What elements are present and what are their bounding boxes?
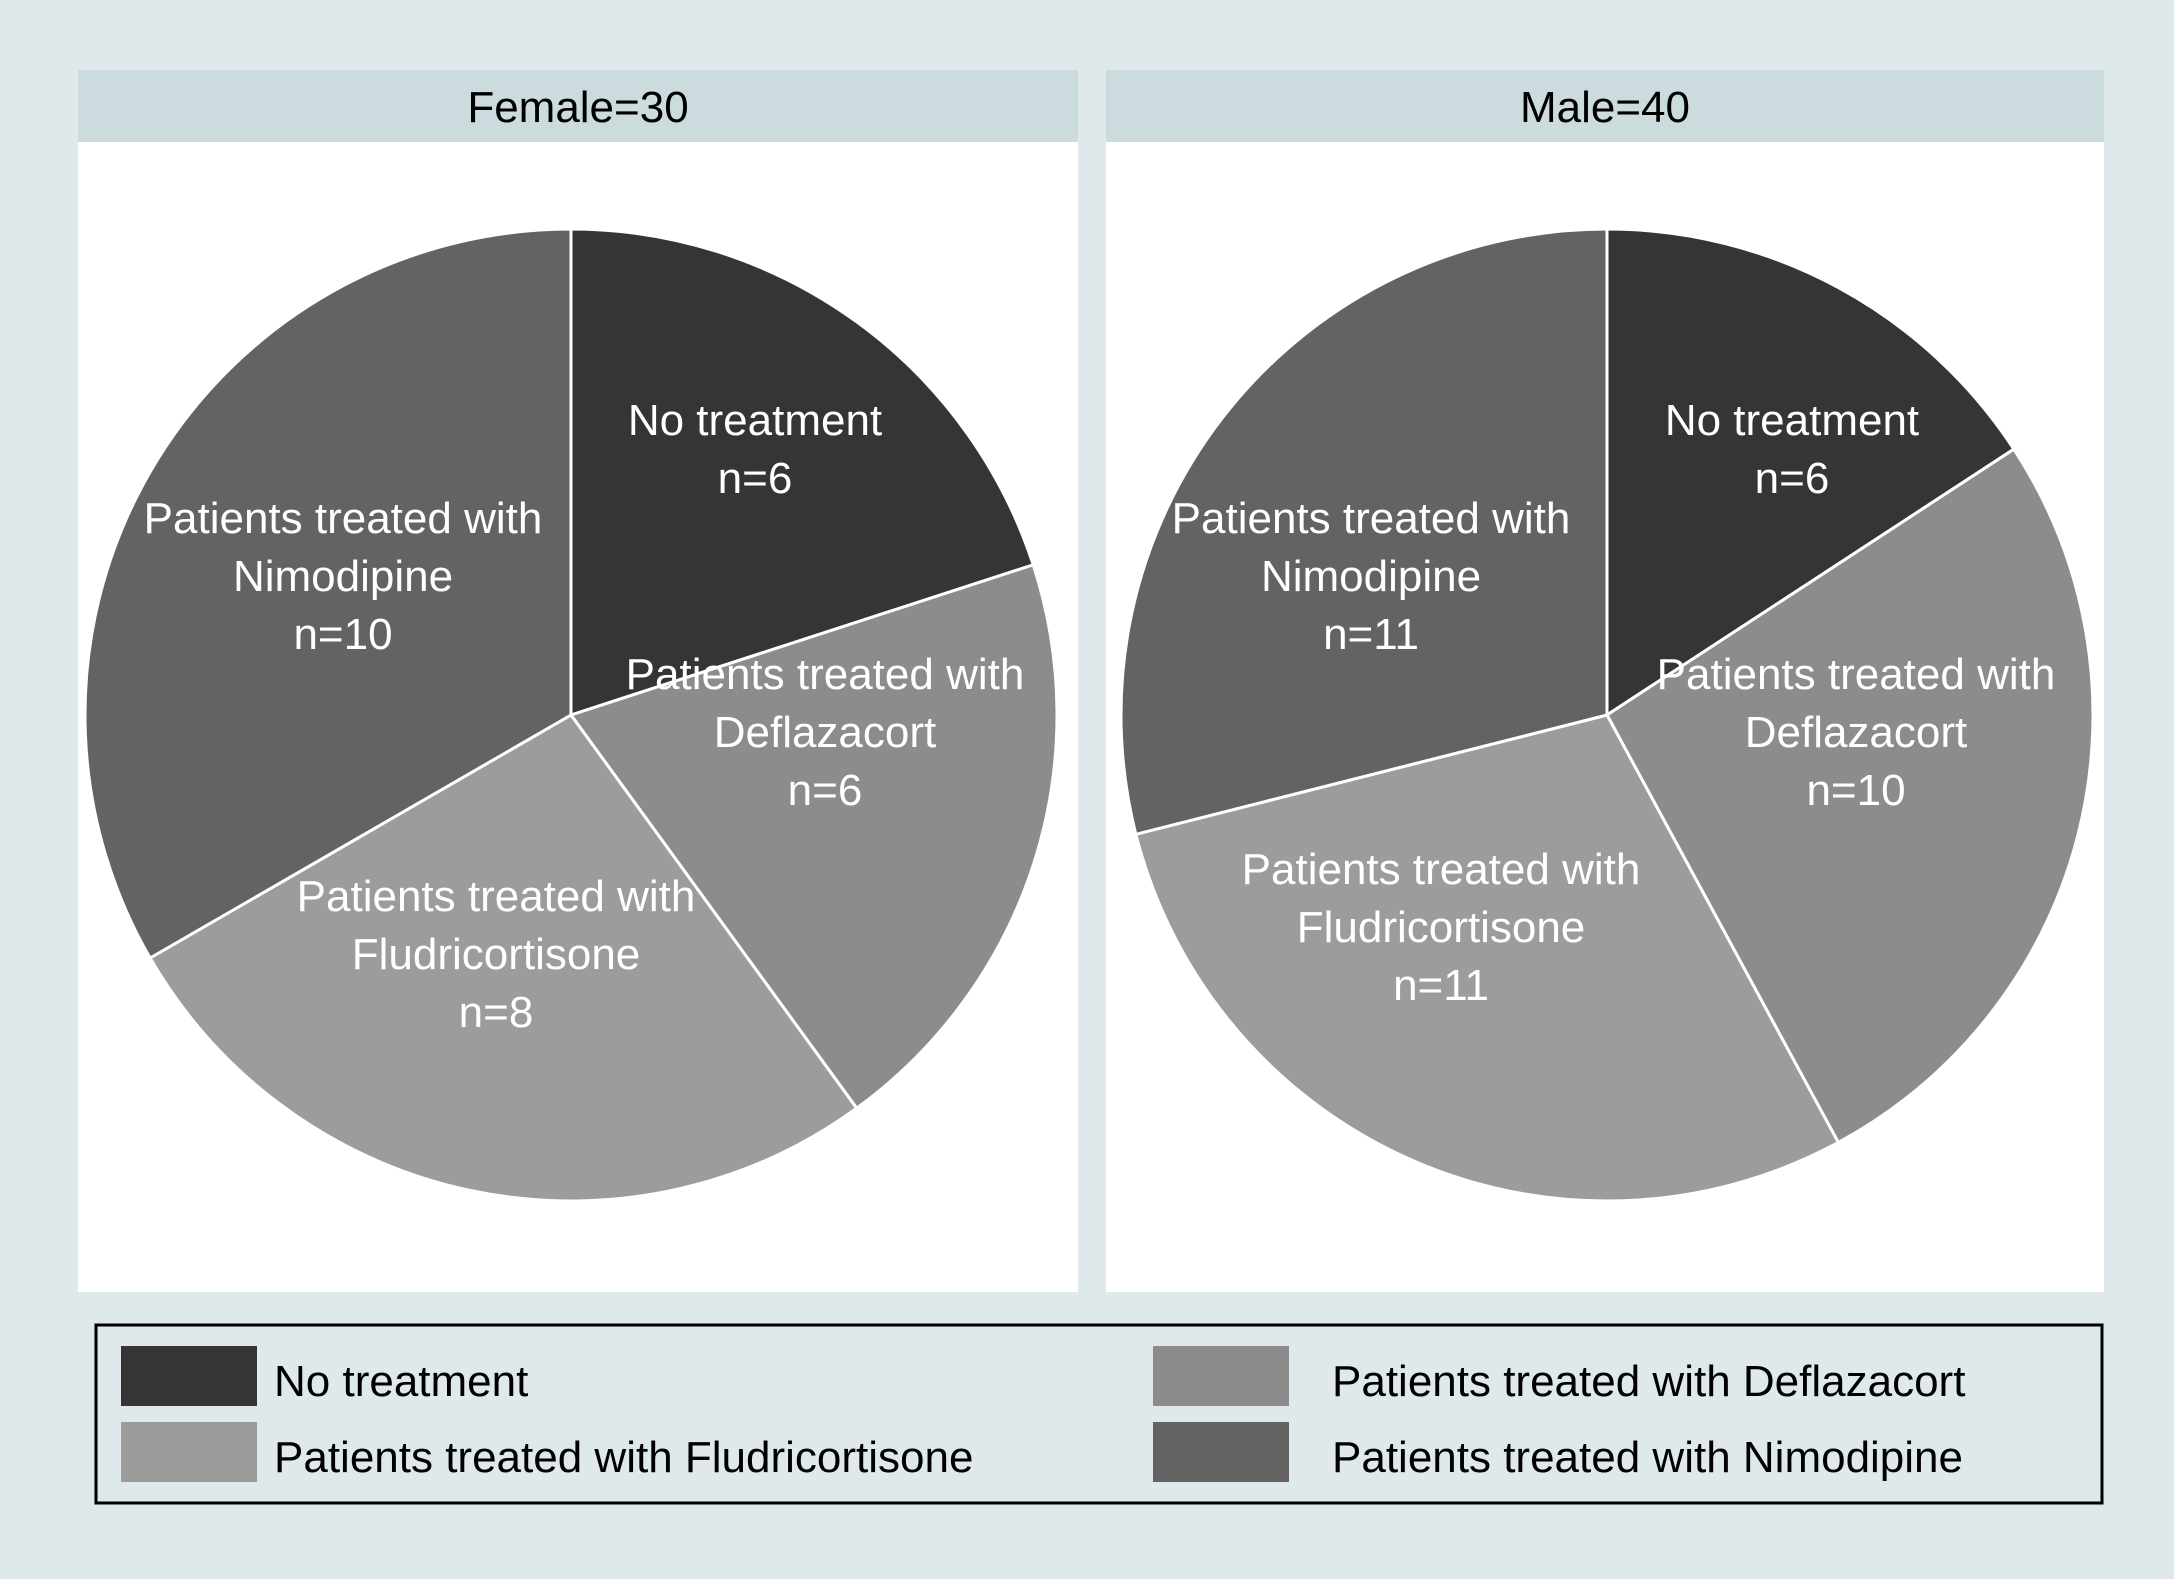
legend-swatch — [1153, 1346, 1289, 1406]
pie-slice-no-treatment — [1605, 227, 2016, 717]
legend-label: Patients treated with Fludricortisone — [274, 1433, 973, 1482]
panel-header — [78, 70, 1078, 142]
legend-swatch — [121, 1422, 257, 1482]
panel-header — [1106, 70, 2104, 142]
legend-label: Patients treated with Nimodipine — [1332, 1433, 1963, 1482]
legend: No treatment Patients treated with Deflaz… — [94, 1323, 2104, 1505]
legend-item-fludricortisone: Patients treated with Fludricortisone — [121, 1422, 973, 1482]
pie-slice-fludricortisone — [1134, 713, 1840, 1203]
legend-swatch — [121, 1346, 257, 1406]
pie-slice-deflazacort — [1605, 447, 2095, 1144]
panel-title: Female=30 — [467, 83, 688, 132]
pie-slice-nimodipine — [1119, 227, 1609, 836]
legend-item-deflazacort: Patients treated with Deflazacort — [1153, 1346, 1965, 1406]
pie-slice-fludricortisone — [148, 713, 859, 1203]
legend-item-nimodipine: Patients treated with Nimodipine — [1153, 1422, 1963, 1482]
pie-slice-deflazacort — [569, 563, 1059, 1110]
legend-label: Patients treated with Deflazacort — [1332, 1357, 1965, 1406]
pie-slice-no-treatment — [569, 227, 1035, 717]
legend-frame — [94, 1323, 2104, 1505]
panel-title: Male=40 — [1520, 83, 1690, 132]
legend-swatch — [1153, 1422, 1289, 1482]
pie-slice-nimodipine — [83, 227, 573, 960]
legend-item-no-treatment: No treatment — [121, 1346, 528, 1406]
legend-label: No treatment — [274, 1357, 528, 1406]
